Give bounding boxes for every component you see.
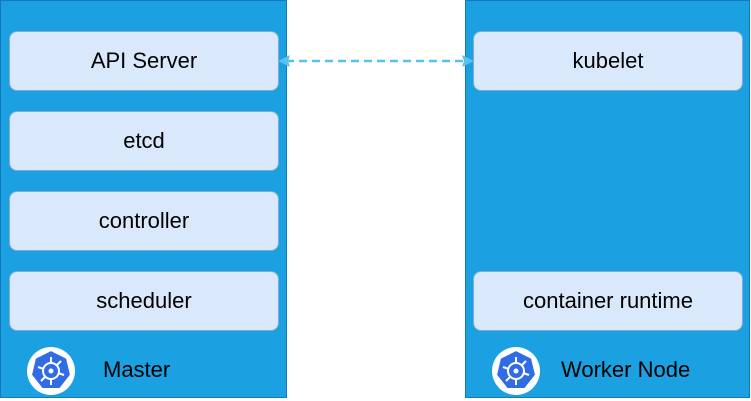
master-node: API Server etcd controller scheduler Mas…	[0, 0, 287, 398]
controller-component[interactable]: controller	[9, 191, 279, 251]
kubernetes-logo-icon	[492, 347, 540, 395]
etcd-component[interactable]: etcd	[9, 111, 279, 171]
api-server-component[interactable]: API Server	[9, 31, 279, 91]
worker-node-label: Worker Node	[561, 357, 691, 382]
master-label: Master	[103, 357, 171, 382]
container-runtime-component[interactable]: container runtime	[473, 271, 743, 331]
worker-node: kubelet container runtime Worker Node	[465, 0, 750, 398]
scheduler-component[interactable]: scheduler	[9, 271, 279, 331]
kubernetes-logo-icon	[27, 347, 75, 395]
kubelet-component[interactable]: kubelet	[473, 31, 743, 91]
dashed-bidirectional-arrow-icon	[278, 55, 474, 67]
